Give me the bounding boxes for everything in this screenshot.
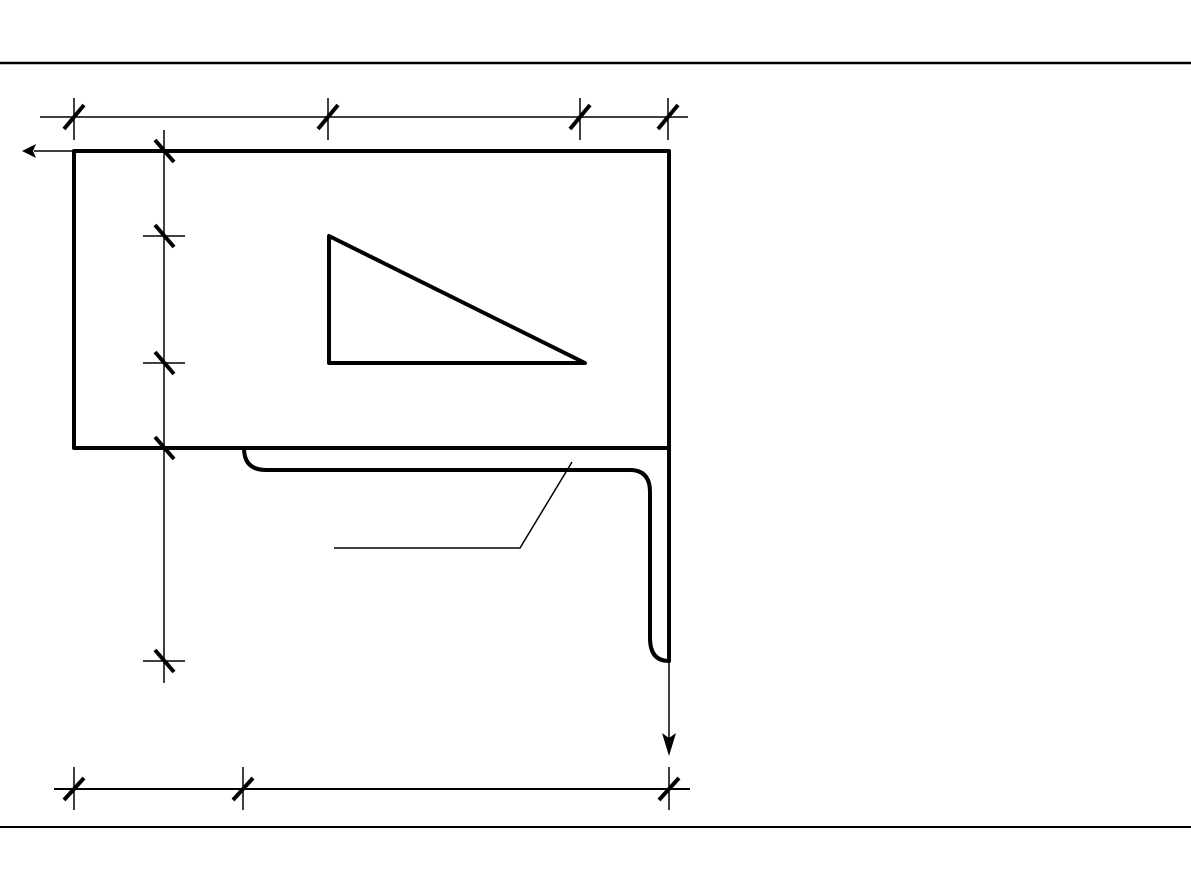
bent-profile	[242, 446, 671, 663]
dimension-tick	[316, 103, 340, 131]
leader-line	[334, 461, 573, 549]
vertical-dimension	[143, 130, 185, 683]
dimension-tick	[657, 776, 681, 802]
down-arrow	[662, 661, 676, 756]
dimension-tick	[153, 350, 176, 376]
arrowhead-left-icon	[22, 144, 36, 158]
dimension-tick	[62, 103, 86, 131]
plate-rectangle	[72, 149, 671, 450]
bottom-dimension	[54, 767, 690, 810]
triangular-cutout	[327, 234, 587, 365]
top-dimension	[40, 98, 688, 140]
arrowhead-down-icon	[662, 733, 676, 756]
dimension-tick	[656, 103, 680, 131]
dimension-tick	[153, 648, 176, 674]
dimension-tick	[153, 138, 176, 164]
dimension-tick	[231, 776, 255, 802]
dimension-tick	[153, 435, 176, 461]
left-arrow	[22, 144, 74, 158]
dimension-tick	[568, 103, 592, 131]
dimension-tick	[153, 223, 176, 249]
dimension-tick	[62, 776, 86, 802]
